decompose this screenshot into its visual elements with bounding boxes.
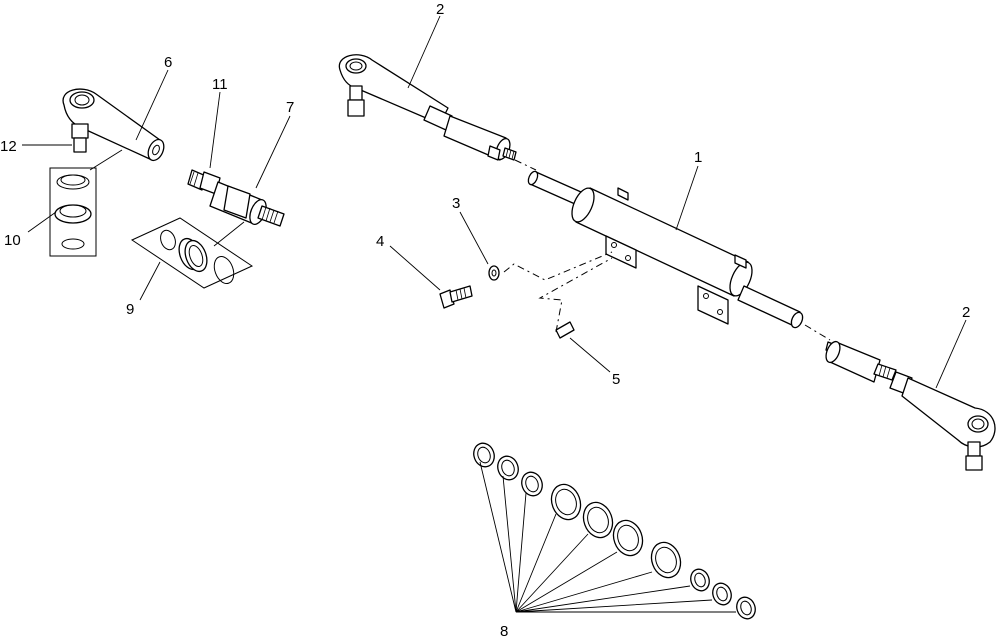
part-2-tie-rod-end-lower (825, 340, 996, 471)
leader-2-top (407, 15, 441, 89)
part-1-cylinder (527, 170, 804, 329)
callout-8: 8 (500, 623, 508, 640)
part-9-ring-kit (130, 217, 254, 289)
leader-7 (213, 115, 291, 247)
centerline-pin (538, 257, 613, 333)
callout-9: 9 (126, 301, 134, 318)
callout-2-right: 2 (962, 304, 970, 321)
part-5-pin (555, 321, 575, 339)
part-4-bolt (439, 285, 473, 309)
leader-2-right (935, 319, 967, 389)
leader-3 (459, 211, 489, 265)
part-11-nut (187, 169, 221, 195)
leader-11 (209, 91, 221, 169)
callout-6: 6 (164, 54, 172, 71)
callout-11: 11 (212, 76, 228, 93)
leader-9 (139, 261, 161, 301)
callout-3: 3 (452, 195, 460, 212)
leader-1 (675, 165, 699, 231)
callout-12: 12 (0, 138, 17, 155)
part-3-washer (488, 265, 500, 281)
callout-5: 5 (612, 371, 620, 388)
part-7-ball-joint (209, 181, 285, 227)
leader-10 (27, 211, 57, 233)
callout-4: 4 (376, 233, 384, 250)
part-2-tie-rod-end-upper (338, 54, 517, 161)
leader-5 (569, 337, 611, 373)
callout-7: 7 (286, 99, 294, 116)
callout-1: 1 (694, 149, 702, 166)
centerline-left (514, 159, 537, 171)
part-10-seal-kit (49, 167, 97, 257)
centerline-bolt (503, 251, 613, 281)
centerline-right (804, 324, 831, 341)
callout-10: 10 (4, 232, 21, 249)
part-6-tie-rod-end-left (62, 88, 165, 162)
leader-6 (89, 69, 169, 171)
part-8-seal-rings (473, 442, 756, 620)
leader-4 (389, 245, 441, 291)
callout-2-top: 2 (436, 1, 444, 18)
